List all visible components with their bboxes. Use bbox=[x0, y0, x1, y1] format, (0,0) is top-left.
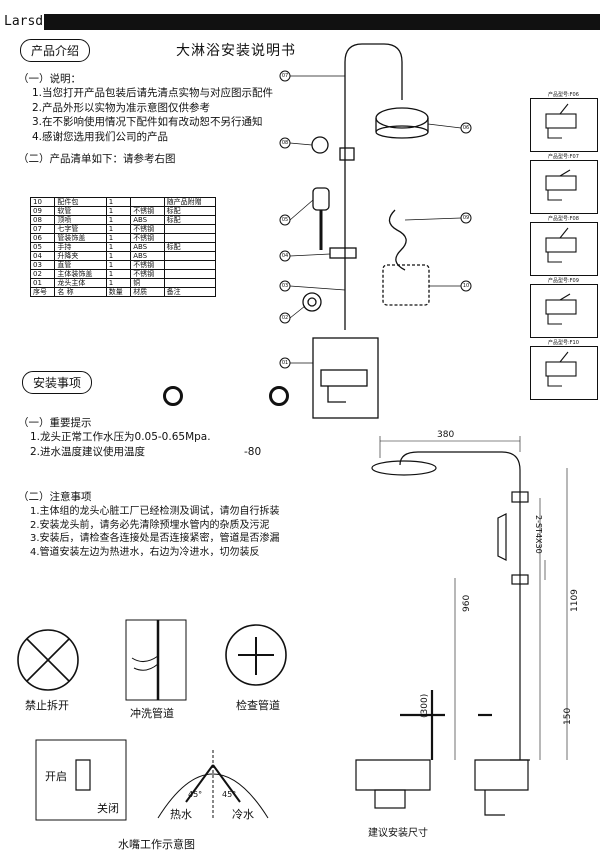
important-heading: （一）重要提示 bbox=[18, 417, 92, 429]
caption-open: 开启 bbox=[45, 770, 67, 783]
install-note: 4.管道安装左边为热进水，右边为冷进水，切勿装反 bbox=[30, 546, 260, 558]
model-box bbox=[530, 222, 598, 276]
model-label: 产品型号:F08 bbox=[548, 216, 579, 222]
caption-install-size: 建议安装尺寸 bbox=[368, 828, 428, 839]
dim-h4: 150 bbox=[563, 707, 573, 725]
intro-note: 3.在不影响使用情况下配件如有改动恕不另行通知 bbox=[32, 116, 263, 128]
hot-cold-arc-icon bbox=[157, 773, 269, 819]
dim-width: 380 bbox=[437, 430, 455, 440]
model-label: 产品型号:F10 bbox=[548, 340, 579, 346]
riser-side-icon bbox=[399, 451, 521, 760]
caption-flush-pipe: 冲洗管道 bbox=[130, 707, 174, 720]
o-ring-icon bbox=[163, 386, 183, 406]
angle-left: 45° bbox=[188, 790, 203, 799]
section-install: 安装事项 bbox=[22, 371, 93, 394]
handheld-side-icon bbox=[497, 513, 507, 561]
callout-number: 10 bbox=[462, 283, 470, 289]
callout-number: 07 bbox=[281, 73, 289, 79]
model-label: 产品型号:F07 bbox=[548, 154, 579, 160]
callout-number: 09 bbox=[462, 215, 470, 221]
model-box bbox=[530, 284, 598, 338]
table-header-row: 序号名 称数量材质备注 bbox=[29, 287, 217, 297]
model-label: 产品型号:F09 bbox=[548, 278, 579, 284]
install-notes: 1.主体组的龙头心脏工厂已经检测及调试，请勿自行拆装 2.安装龙头前，请务必先清… bbox=[30, 505, 280, 559]
temp-value: -80 bbox=[244, 446, 262, 458]
dim-h3: (300) bbox=[420, 693, 430, 718]
no-disassemble-icon bbox=[17, 629, 79, 691]
callout-number: 01 bbox=[281, 360, 289, 366]
table-cell: 数量 bbox=[105, 287, 132, 297]
check-pipe-icon bbox=[225, 624, 287, 686]
callout-markers bbox=[279, 70, 472, 369]
callout-number: 05 bbox=[281, 217, 289, 223]
model-thumbnails bbox=[545, 103, 577, 387]
mixer-side-icon bbox=[474, 759, 529, 791]
slide-bracket-icon bbox=[329, 247, 357, 259]
caption-spout: 水嘴工作示意图 bbox=[118, 838, 195, 851]
list-heading: （二）产品清单如下：请参考右图 bbox=[18, 153, 176, 165]
intro-note: 2.产品外形以实物为准示意图仅供参考 bbox=[32, 101, 211, 114]
rain-head-icon bbox=[375, 107, 429, 129]
important-line: 2.进水温度建议使用温度 bbox=[30, 446, 146, 458]
brand-name: Larsd bbox=[4, 14, 44, 29]
callout-number: 04 bbox=[281, 253, 289, 259]
model-box bbox=[530, 346, 598, 400]
caption-hot: 热水 bbox=[170, 808, 192, 821]
intro-note: 1.当您打开产品包装后请先清点实物与对应图示配件 bbox=[32, 87, 274, 99]
dim-h2: 1109 bbox=[570, 589, 580, 612]
header-bar bbox=[44, 14, 600, 30]
caption-cold: 冷水 bbox=[232, 808, 254, 821]
dimension-lines bbox=[379, 436, 568, 760]
install-note: 1.主体组的龙头心脏工厂已经检测及调试，请勿自行拆装 bbox=[30, 506, 280, 517]
model-label: 产品型号:F06 bbox=[548, 92, 579, 98]
rain-head-side-icon bbox=[371, 460, 437, 476]
decor-cover-icon bbox=[302, 292, 322, 312]
accessory-pack-icon bbox=[382, 264, 430, 306]
callout-number: 08 bbox=[281, 140, 289, 146]
callout-number: 06 bbox=[462, 125, 470, 131]
document-title: 大淋浴安装说明书 bbox=[176, 43, 296, 59]
table-cell: 备注 bbox=[163, 287, 217, 297]
hose-icon bbox=[388, 209, 407, 271]
table-cell: 材质 bbox=[130, 287, 165, 297]
important-line: 1.龙头正常工作水压为0.05-0.65Mpa. bbox=[30, 431, 211, 443]
caption-no-disassemble: 禁止拆开 bbox=[25, 699, 69, 712]
mixer-body-icon bbox=[320, 369, 368, 387]
dim-h1: 960 bbox=[462, 594, 472, 612]
cross-mark-icon bbox=[400, 690, 492, 760]
riser-pipe-icon bbox=[344, 43, 403, 330]
dimension-drawing bbox=[355, 451, 530, 816]
table-cell: 序号 bbox=[29, 287, 56, 297]
intro-note: 4.感谢您选用我们公司的产品 bbox=[32, 130, 169, 143]
decor-cap-icon bbox=[311, 136, 329, 154]
model-box bbox=[530, 98, 598, 152]
angle-right: 45° bbox=[222, 790, 237, 799]
install-note: 2.安装龙头前，请务必先清除预埋水管内的杂质及污泥 bbox=[30, 519, 270, 531]
handle-open-close-icon bbox=[35, 739, 127, 821]
mixer-front-icon bbox=[355, 759, 431, 791]
notes-heading: （二）注意事项 bbox=[18, 491, 92, 503]
flush-pipe-icon bbox=[125, 619, 187, 701]
section-product-intro: 产品介绍 bbox=[20, 39, 91, 62]
o-ring-icon bbox=[269, 386, 289, 406]
caption-close: 关闭 bbox=[97, 802, 119, 815]
intro-notes: 1.当您打开产品包装后请先清点实物与对应图示配件 2.产品外形以实物为准示意图仅… bbox=[32, 86, 273, 144]
mixer-body-box bbox=[312, 337, 379, 419]
exploded-shower-drawing bbox=[302, 43, 430, 419]
install-note: 3.安装后，请检查各连接处是否连接紧密，管道是否渗漏 bbox=[30, 533, 280, 544]
callout-number: 02 bbox=[281, 315, 289, 321]
handheld-head-icon bbox=[312, 187, 330, 211]
notes-heading: （一）说明： bbox=[18, 73, 81, 85]
callout-number: 03 bbox=[281, 283, 289, 289]
dim-thread: 2-ST4X30 bbox=[534, 515, 543, 554]
model-box bbox=[530, 160, 598, 214]
caption-check-pipe: 检查管道 bbox=[236, 699, 280, 712]
